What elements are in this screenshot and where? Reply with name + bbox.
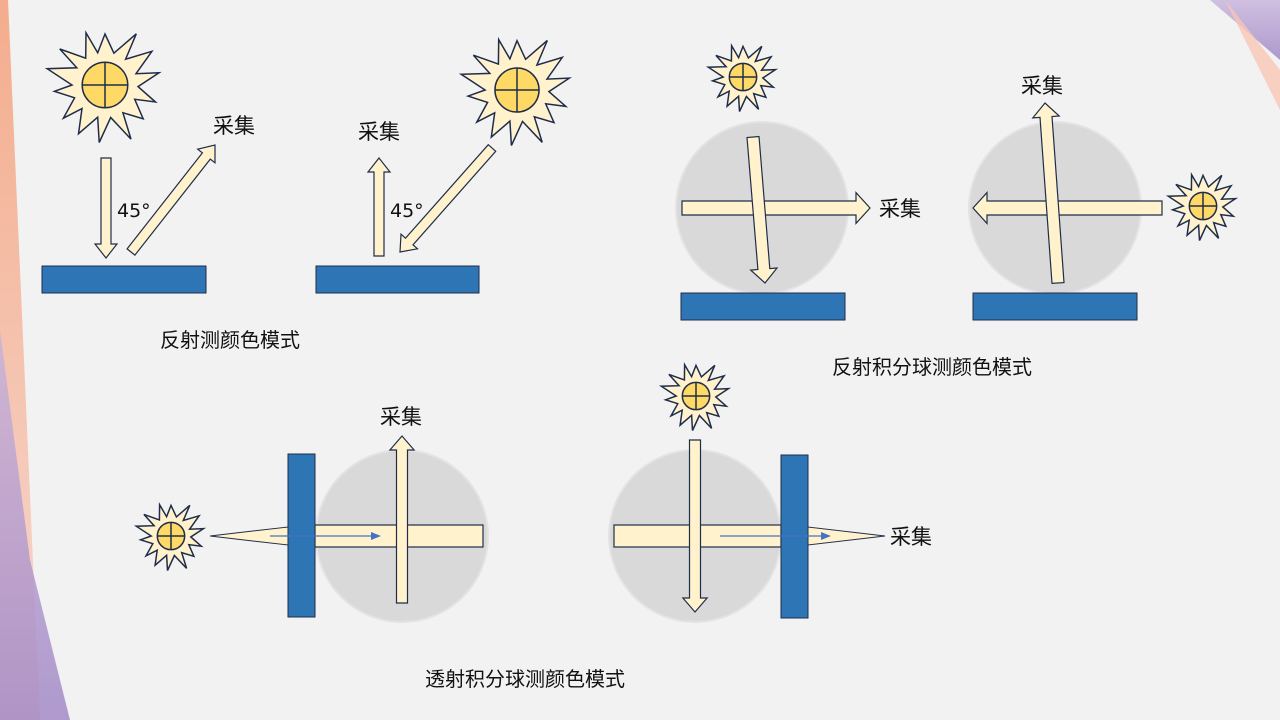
- collect-arrow: [126, 144, 216, 256]
- direction-arrowhead: [371, 532, 381, 540]
- sample-plate: [315, 265, 480, 294]
- incident-arrow: [93, 157, 119, 259]
- incident-arrow: [746, 135, 779, 284]
- angle-label-1: 45°: [117, 200, 151, 222]
- caption-reflect: 反射测颜色模式: [160, 328, 300, 352]
- collect-arrow: [1031, 102, 1065, 285]
- angle-label-2: 45°: [390, 200, 424, 222]
- collect-arrow: [681, 191, 871, 225]
- collect-arrow: [366, 157, 392, 257]
- collect-arrow: [388, 435, 416, 604]
- collect-label-4: 采集: [1021, 74, 1063, 98]
- sample-plate: [680, 292, 846, 321]
- caption-reflect-sphere: 反射积分球测颜色模式: [832, 355, 1032, 379]
- decor-left-purple: [0, 330, 70, 720]
- direction-arrowhead: [821, 532, 831, 540]
- collect-label-1: 采集: [213, 114, 255, 138]
- decor-top-right-orange: [1225, 0, 1280, 110]
- incident-arrow: [681, 439, 709, 613]
- incident-arrow: [972, 191, 1163, 225]
- sample-plate: [41, 265, 207, 294]
- collect-label-2: 采集: [358, 120, 400, 144]
- sample-plate: [972, 292, 1138, 321]
- collect-label-6: 采集: [890, 525, 932, 549]
- collect-label-3: 采集: [879, 197, 921, 221]
- caption-transmit-sphere: 透射积分球测颜色模式: [425, 667, 625, 691]
- incident-arrow: [399, 143, 497, 253]
- collect-label-5: 采集: [380, 405, 422, 429]
